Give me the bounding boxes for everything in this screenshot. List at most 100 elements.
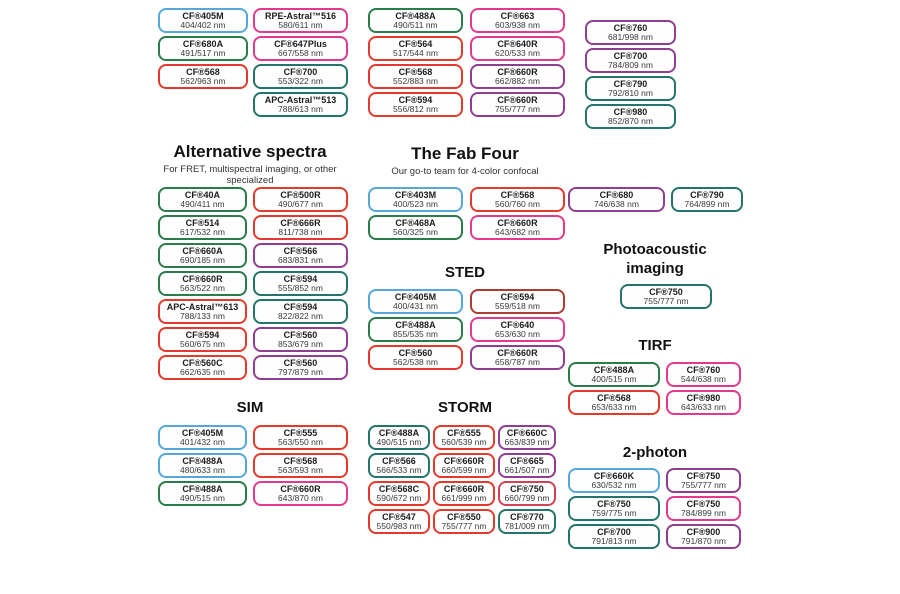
section-subtitle: For FRET, multispectral imaging, or othe… <box>163 164 337 186</box>
dye-name: CF®750 <box>510 483 544 494</box>
dye-wavelengths: 658/787 nm <box>495 356 540 367</box>
dye-name: CF®405M <box>181 427 224 438</box>
dye-name: CF®660R <box>497 94 538 105</box>
dye-name: CF®468A <box>395 217 436 228</box>
dye-name: CF®750 <box>686 498 721 509</box>
dye-name: CF®403M <box>394 189 437 200</box>
dye-wavelengths: 683/831 nm <box>278 254 323 265</box>
dye-name: CF®560 <box>283 357 318 368</box>
dye-wavelengths: 690/185 nm <box>180 254 225 265</box>
dye-name: CF®488A <box>395 319 436 330</box>
dye-wavelengths: 517/544 nm <box>393 47 438 58</box>
section-header-fab-four: The Fab Four Our go-to team for 4-color … <box>360 144 570 177</box>
dye-wavelengths: 784/809 nm <box>608 59 653 70</box>
section-header-alternative-spectra: Alternative spectra For FRET, multispect… <box>150 142 350 186</box>
dye-wavelengths: 555/852 nm <box>278 282 323 293</box>
dye-wavelengths: 781/009 nm <box>504 520 550 531</box>
dye-wavelengths: 490/411 nm <box>180 198 225 209</box>
dye-wavelengths: 404/402 nm <box>180 19 226 30</box>
dye-wavelengths: 663/839 nm <box>504 436 550 447</box>
dye-name: CF®660R <box>497 347 538 358</box>
dye-name: CF®660R <box>182 273 223 284</box>
dye-name: CF®750 <box>649 286 683 297</box>
dye-name: CF®700 <box>597 526 631 537</box>
dye-name: CF®770 <box>510 511 544 522</box>
dye-name: CF®514 <box>185 217 220 228</box>
dye-wavelengths: 563/593 nm <box>278 464 323 475</box>
dye-wavelengths: 852/870 nm <box>608 115 653 126</box>
dye-name: CF®700 <box>613 50 648 61</box>
dye-name: CF®568 <box>186 66 220 77</box>
dye-name: CF®760 <box>686 364 721 375</box>
dye-name: CF®594 <box>398 94 433 105</box>
dye-name: CF®500R <box>280 189 321 200</box>
dye-name: CF®666R <box>280 217 321 228</box>
dye-wavelengths: 553/322 nm <box>278 75 323 86</box>
dye-wavelengths: 490/515 nm <box>376 436 422 447</box>
dye-name: CF®750 <box>597 498 631 509</box>
dye-name: CF®564 <box>398 38 433 49</box>
dye-name: CF®547 <box>382 511 416 522</box>
dye-wavelengths: 400/515 nm <box>591 373 637 384</box>
dye-wavelengths: 550/983 nm <box>376 520 422 531</box>
dye-wavelengths: 662/882 nm <box>495 75 540 86</box>
dye-name: CF®488A <box>395 10 436 21</box>
dye-wavelengths: 560/675 nm <box>180 338 225 349</box>
dye-name: CF®660R <box>497 217 538 228</box>
dye-wavelengths: 784/899 nm <box>681 507 726 518</box>
dye-wavelengths: 855/535 nm <box>393 328 438 339</box>
dye-name: CF®568 <box>283 455 318 466</box>
dye-name: CF®700 <box>283 66 318 77</box>
dye-wavelengths: 603/938 nm <box>495 19 540 30</box>
dye-name: APC-Astral™513 <box>264 94 337 105</box>
section-title: STED <box>444 264 485 281</box>
dye-wavelengths: 552/883 nm <box>393 75 438 86</box>
dye-name: CF®663 <box>500 10 535 21</box>
dye-name: CF®594 <box>500 291 535 302</box>
dye-name: CF®647Plus <box>274 38 327 49</box>
dye-name: CF®680A <box>182 38 224 49</box>
dye-name: CF®660C <box>506 427 548 438</box>
section-title: STORM <box>438 399 492 416</box>
